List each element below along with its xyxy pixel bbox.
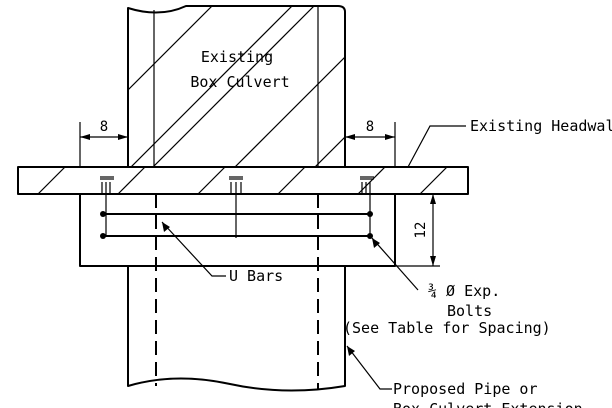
collar [79, 193, 396, 267]
bolt-right [360, 176, 374, 194]
headwall-hatching [37, 167, 448, 194]
label-bolts-line2: Bolts [447, 302, 492, 320]
label-u-bars: U Bars [229, 267, 283, 285]
collar-outline [79, 193, 396, 267]
culvert-hatching [128, 6, 345, 167]
u-bars [100, 211, 373, 239]
dimension-left-label: 8 [100, 119, 108, 135]
leader-u-bars: U Bars [161, 221, 283, 285]
label-bolts-line3: (See Table for Spacing) [343, 319, 551, 337]
headwall-outline [17, 166, 469, 195]
dimension-right-width: 8 [345, 119, 396, 167]
dimension-right-label: 8 [366, 119, 374, 135]
dimension-collar-label: 12 [413, 222, 429, 239]
bolt-center [229, 176, 243, 238]
leader-proposed-pipe: Proposed Pipe or Box Culvert Extension [346, 345, 583, 408]
label-proposed-line2: Box Culvert Extension [393, 400, 583, 408]
culvert-outline [127, 5, 346, 168]
expansion-bolts [100, 176, 374, 238]
label-existing-headwall: Existing Headwall [470, 117, 612, 135]
label-bolts-line1: ¾ Ø Exp. [428, 282, 500, 300]
bar-dot-top-left [100, 211, 106, 217]
dimension-collar-depth: 12 [395, 193, 440, 267]
bar-dot-bottom-right [367, 233, 373, 239]
label-existing-culvert-line2: Box Culvert [190, 73, 289, 91]
leader-headwall: Existing Headwall [407, 117, 612, 168]
dimension-left-width: 8 [79, 119, 128, 167]
proposed-extension [127, 194, 346, 392]
bar-dot-top-right [367, 211, 373, 217]
label-existing-culvert-line1: Existing [201, 48, 273, 66]
label-proposed-line1: Proposed Pipe or [393, 380, 538, 398]
existing-box-culvert [127, 5, 346, 168]
extension-outline [127, 265, 346, 392]
existing-headwall [17, 166, 469, 195]
bar-dot-bottom-left [100, 233, 106, 239]
leader-bolts: ¾ Ø Exp. Bolts (See Table for Spacing) [343, 237, 551, 337]
bolt-left [100, 176, 114, 194]
